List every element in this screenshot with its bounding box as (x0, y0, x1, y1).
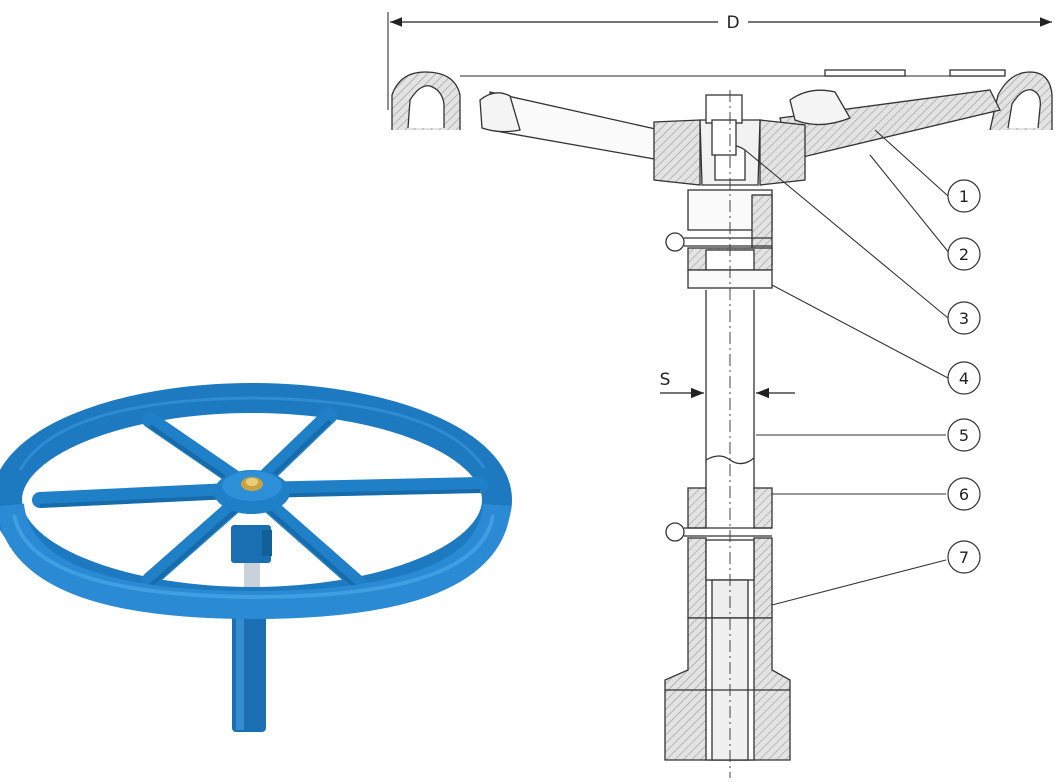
callout-3: 3 (947, 301, 981, 335)
callout-6: 6 (947, 477, 981, 511)
leader-lines (744, 129, 951, 606)
drawing-handwheel (391, 69, 1053, 186)
callout-2: 2 (947, 237, 981, 271)
callout-6-number: 6 (959, 485, 969, 504)
dimension-d-label: D (726, 13, 739, 33)
section-drawing (387, 12, 1053, 778)
callout-7-number: 7 (959, 548, 969, 567)
handwheel-photo (0, 383, 512, 732)
callout-4-number: 4 (959, 369, 969, 388)
callout-5-number: 5 (959, 426, 969, 445)
drawing-lower-coupling (664, 487, 791, 761)
dimension-s-label: S (660, 370, 671, 390)
callout-1: 1 (947, 179, 981, 213)
drawing-upper-coupling (665, 189, 773, 289)
photo-spindle (231, 525, 272, 732)
callout-5: 5 (947, 418, 981, 452)
callout-2-number: 2 (959, 245, 969, 264)
callout-1-number: 1 (959, 187, 969, 206)
callout-3-number: 3 (959, 309, 969, 328)
callout-7: 7 (947, 540, 981, 574)
callout-4: 4 (947, 361, 981, 395)
